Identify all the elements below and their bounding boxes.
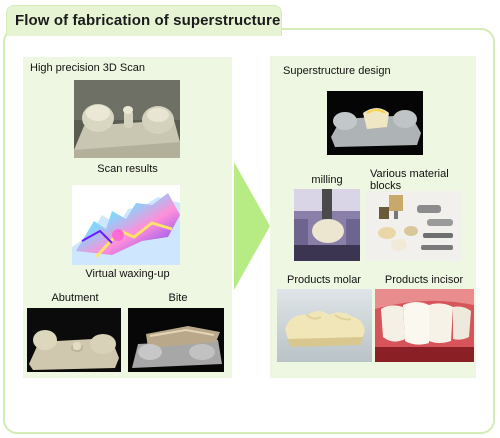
milling-caption: milling bbox=[311, 174, 343, 186]
design-panel-heading: Superstructure design bbox=[283, 65, 391, 77]
abutment-image bbox=[27, 308, 121, 372]
title-tab: Flow of fabrication of superstructure bbox=[6, 5, 282, 36]
bite-image bbox=[128, 308, 224, 372]
scan-results-caption: Scan results bbox=[97, 163, 158, 175]
products-molar-image bbox=[277, 289, 372, 362]
scan-results-image bbox=[74, 80, 180, 158]
products-incisor-image bbox=[375, 289, 474, 362]
products-incisor-caption: Products incisor bbox=[384, 274, 464, 286]
scan-panel-heading: High precision 3D Scan bbox=[30, 62, 145, 74]
right-arrow-icon bbox=[234, 162, 270, 290]
abutment-caption: Abutment bbox=[51, 292, 99, 304]
virtual-waxing-caption: Virtual waxing-up bbox=[85, 268, 170, 280]
various-blocks-caption: Various material blocks bbox=[370, 168, 449, 192]
page-title: Flow of fabrication of superstructure bbox=[15, 12, 281, 29]
bite-caption: Bite bbox=[168, 292, 188, 304]
material-blocks-image bbox=[365, 191, 462, 261]
virtual-waxing-image bbox=[72, 185, 180, 265]
milling-image bbox=[294, 189, 360, 261]
superstructure-design-image bbox=[327, 91, 423, 155]
products-molar-caption: Products molar bbox=[287, 274, 361, 286]
